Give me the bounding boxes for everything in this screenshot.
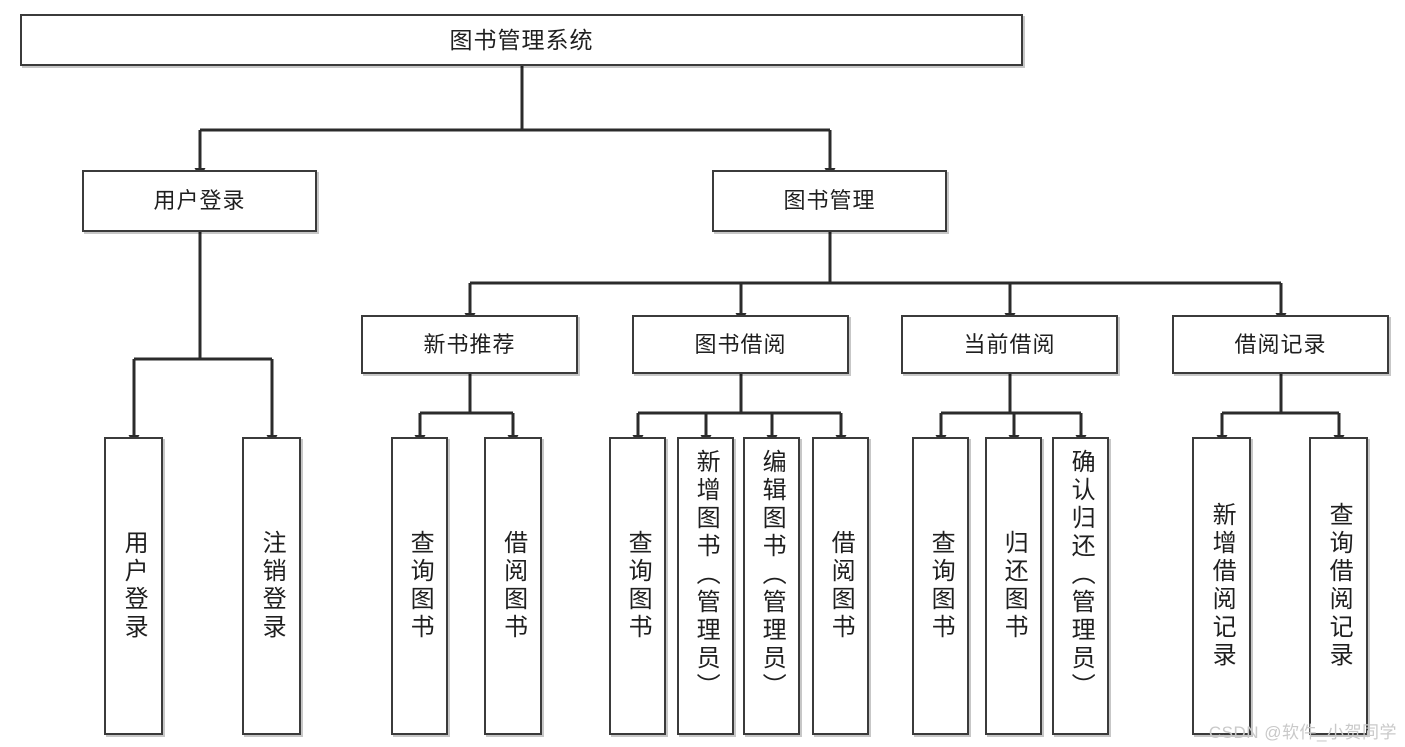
node-leaf-user-login[interactable]: 用户登录	[104, 437, 163, 735]
edges	[128, 66, 1345, 445]
node-leaf-query-book-1[interactable]: 查询图书	[391, 437, 448, 735]
node-leaf-user-logout[interactable]: 注销登录	[242, 437, 301, 735]
node-current[interactable]: 当前借阅	[901, 315, 1118, 374]
node-login[interactable]: 用户登录	[82, 170, 317, 232]
node-label: 编辑图书（管理员）	[758, 449, 786, 701]
node-label: 查询图书	[406, 530, 434, 642]
node-label: 图书借阅	[694, 331, 787, 357]
node-leaf-return-book[interactable]: 归还图书	[985, 437, 1042, 735]
node-label: 图书管理系统	[449, 26, 594, 53]
node-label: 新增借阅记录	[1208, 502, 1236, 670]
node-label: 借阅图书	[827, 530, 855, 642]
node-label: 注销登录	[258, 530, 286, 642]
node-label: 借阅记录	[1234, 331, 1327, 357]
node-label: 新书推荐	[423, 331, 516, 357]
node-leaf-query-book-2[interactable]: 查询图书	[609, 437, 666, 735]
node-leaf-borrow-book-1[interactable]: 借阅图书	[484, 437, 542, 735]
node-label: 新增图书（管理员）	[692, 449, 720, 701]
node-newbook[interactable]: 新书推荐	[361, 315, 578, 374]
node-leaf-add-record[interactable]: 新增借阅记录	[1192, 437, 1251, 735]
watermark: CSDN @软件_小贺同学	[1208, 723, 1397, 742]
node-label: 归还图书	[1000, 530, 1028, 642]
node-label: 查询图书	[624, 530, 652, 642]
node-leaf-add-book[interactable]: 新增图书（管理员）	[677, 437, 734, 735]
node-label: 确认归还（管理员）	[1067, 449, 1095, 701]
node-label: 图书管理	[783, 188, 876, 213]
node-leaf-query-record[interactable]: 查询借阅记录	[1309, 437, 1368, 735]
node-records[interactable]: 借阅记录	[1172, 315, 1389, 374]
node-leaf-edit-book[interactable]: 编辑图书（管理员）	[743, 437, 800, 735]
node-label: 用户登录	[120, 530, 148, 642]
node-leaf-query-book-3[interactable]: 查询图书	[912, 437, 969, 735]
node-label: 用户登录	[153, 188, 246, 213]
node-leaf-borrow-book-2[interactable]: 借阅图书	[812, 437, 869, 735]
node-bookmgmt[interactable]: 图书管理	[712, 170, 947, 232]
node-leaf-confirm-return[interactable]: 确认归还（管理员）	[1052, 437, 1109, 735]
node-label: 查询借阅记录	[1325, 502, 1353, 670]
node-label: 借阅图书	[499, 530, 527, 642]
node-label: 查询图书	[927, 530, 955, 642]
node-borrow[interactable]: 图书借阅	[632, 315, 849, 374]
node-label: 当前借阅	[963, 331, 1056, 357]
node-root[interactable]: 图书管理系统	[20, 14, 1023, 66]
